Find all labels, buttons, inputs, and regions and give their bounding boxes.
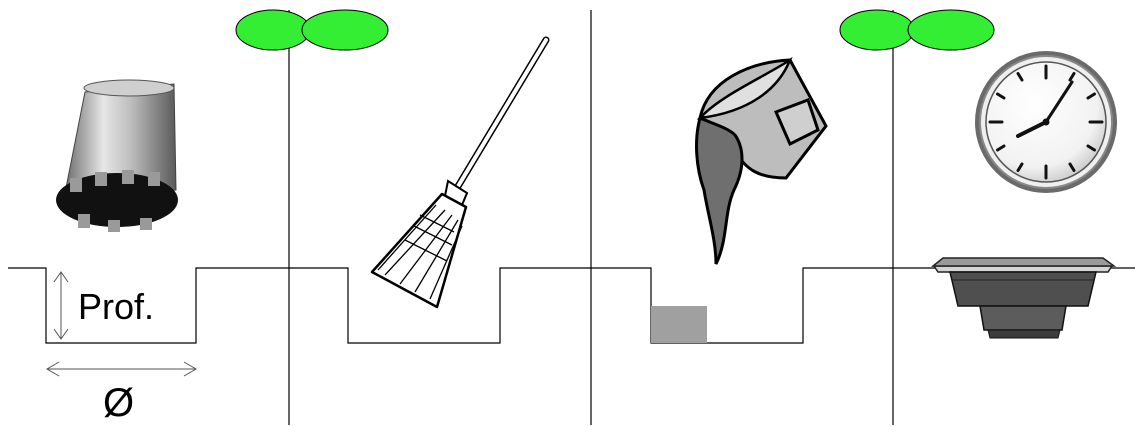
clock-hour-hand (1016, 120, 1048, 138)
ground-profile (8, 267, 1135, 344)
leaves-icon (235, 9, 389, 51)
fill-block (651, 306, 707, 343)
diameter-arrow (46, 361, 197, 377)
pouring-bucket-icon (695, 56, 828, 265)
leaves-icon (839, 9, 995, 51)
clock-minute-hand (1044, 80, 1074, 124)
clock-icon (975, 51, 1117, 193)
depth-label: Prof. (78, 286, 155, 327)
depth-arrow (53, 271, 69, 340)
floor-drain-icon (930, 257, 1117, 339)
core-drill-bit-icon (56, 79, 178, 232)
broom-icon (370, 36, 550, 309)
diameter-label: Ø (103, 381, 135, 425)
